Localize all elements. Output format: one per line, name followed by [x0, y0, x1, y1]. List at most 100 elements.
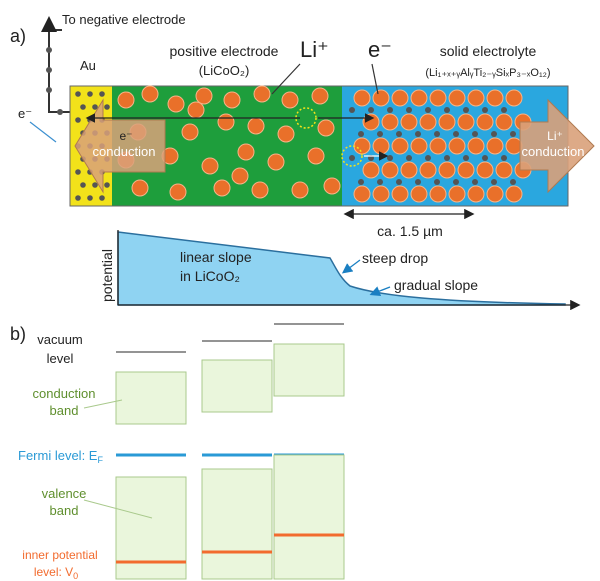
li-ion-particle	[476, 161, 494, 179]
conduction-band-pointer	[83, 399, 123, 409]
potential-axis-label: potential	[99, 249, 115, 302]
li-ion-particle	[476, 113, 494, 131]
e-conduction-label: conduction	[93, 144, 156, 159]
wire-electron	[46, 67, 52, 73]
electrolyte-electron	[510, 179, 516, 185]
li-ion-particle	[372, 137, 390, 155]
electrolyte-electron	[472, 179, 478, 185]
li-ion-particle	[438, 113, 456, 131]
electrolyte-electron	[453, 179, 459, 185]
linear-slope-label: linear slope	[180, 249, 252, 265]
li-conduction-label: conduction	[522, 144, 585, 159]
electrolyte-electron	[396, 179, 402, 185]
electrolyte-electron	[415, 131, 421, 137]
gold-electron	[75, 117, 81, 123]
electrolyte-electron	[387, 107, 393, 113]
li-ion-particle	[353, 185, 371, 203]
electrolyte-electron	[501, 107, 507, 113]
li-ion-particle	[201, 157, 219, 175]
gradual-slope-label: gradual slope	[394, 277, 478, 293]
electrolyte-electron	[463, 107, 469, 113]
electrolyte-electron	[377, 179, 383, 185]
gold-electron	[87, 91, 93, 97]
electrolyte-electron	[368, 107, 374, 113]
li-ion-particle	[419, 113, 437, 131]
electrolyte-electron	[387, 155, 393, 161]
li-ion-particle	[141, 85, 159, 103]
electrolyte-electron	[510, 131, 516, 137]
li-ion-particle	[362, 113, 380, 131]
wire-electron	[57, 109, 63, 115]
electron-top-label: e⁻	[368, 37, 392, 62]
li-ion-particle	[251, 181, 269, 199]
fermi-level-text: Fermi level: E	[18, 448, 98, 463]
electrolyte-electron	[349, 155, 355, 161]
gold-electron	[75, 169, 81, 175]
li-ion-particle	[323, 177, 341, 195]
li-ion-particle	[419, 161, 437, 179]
conduction-band-label: conduction	[33, 386, 96, 401]
li-ion-particle	[391, 185, 409, 203]
li-ion-particle	[372, 185, 390, 203]
positive-electrode-formula: (LiCoO₂)	[199, 63, 250, 78]
li-transfer-ring	[295, 107, 317, 129]
li-ion-particle	[429, 137, 447, 155]
li-conduction-arrow	[519, 98, 595, 194]
electrode-li-particles	[117, 85, 341, 201]
li-ion-particle	[410, 89, 428, 107]
li-ion-particle	[381, 161, 399, 179]
li-conduction-sup: Li⁺	[547, 129, 563, 143]
li-ion-particle	[281, 91, 299, 109]
li-ion-particle	[448, 185, 466, 203]
electrolyte-electron	[425, 155, 431, 161]
li-ion-particle	[429, 89, 447, 107]
valence-band-3	[273, 454, 345, 580]
electrolyte-electron	[415, 179, 421, 185]
positive-electrode-label: positive electrode	[170, 43, 279, 59]
scale-label: ca. 1.5 µm	[377, 223, 443, 239]
li-ion-particle	[457, 113, 475, 131]
gold-electron	[87, 195, 93, 201]
li-ion-particle	[117, 91, 135, 109]
electrolyte-electron	[472, 131, 478, 137]
gold-electron	[92, 104, 98, 110]
li-ion-particle	[429, 185, 447, 203]
conduction-band-1	[115, 371, 187, 425]
electrolyte-electron	[358, 131, 364, 137]
electrolyte-electron	[396, 131, 402, 137]
li-ion-particle	[362, 161, 380, 179]
gold-electron	[92, 182, 98, 188]
au-label: Au	[80, 58, 96, 73]
valence-band-label-2: band	[50, 503, 79, 518]
electrolyte-electrons	[349, 107, 516, 185]
vacuum-label-2: level	[47, 351, 74, 366]
li-ion-particle	[277, 125, 295, 143]
fermi-level-sub: F	[97, 455, 103, 465]
conduction-band-3	[273, 343, 345, 397]
electron-transfer-ring	[341, 145, 363, 167]
li-ion-particle	[223, 91, 241, 109]
electrolyte-electron	[425, 107, 431, 113]
steep-drop-pointer	[341, 259, 361, 274]
li-ion-particle	[400, 161, 418, 179]
li-ion-particle	[372, 89, 390, 107]
li-ion-particle	[448, 137, 466, 155]
external-circuit	[41, 16, 70, 113]
li-ion-particle	[391, 89, 409, 107]
gold-electron	[99, 195, 105, 201]
li-ion-particle	[486, 137, 504, 155]
solid-electrolyte-label: solid electrolyte	[440, 43, 537, 59]
electron-left-label: e⁻	[18, 106, 32, 121]
electrolyte-electron	[444, 155, 450, 161]
li-ion-particle	[353, 89, 371, 107]
li-ion-particle	[267, 153, 285, 171]
vacuum-label: vacuum	[37, 332, 83, 347]
electrolyte-electron	[501, 155, 507, 161]
li-ion-particle	[410, 137, 428, 155]
electrolyte-li-particles	[353, 89, 532, 203]
panel-b-label: b)	[10, 324, 26, 344]
li-ion-particle	[457, 161, 475, 179]
li-ion-particle	[486, 89, 504, 107]
electrolyte-electron	[406, 107, 412, 113]
li-ion-particle	[353, 137, 371, 155]
